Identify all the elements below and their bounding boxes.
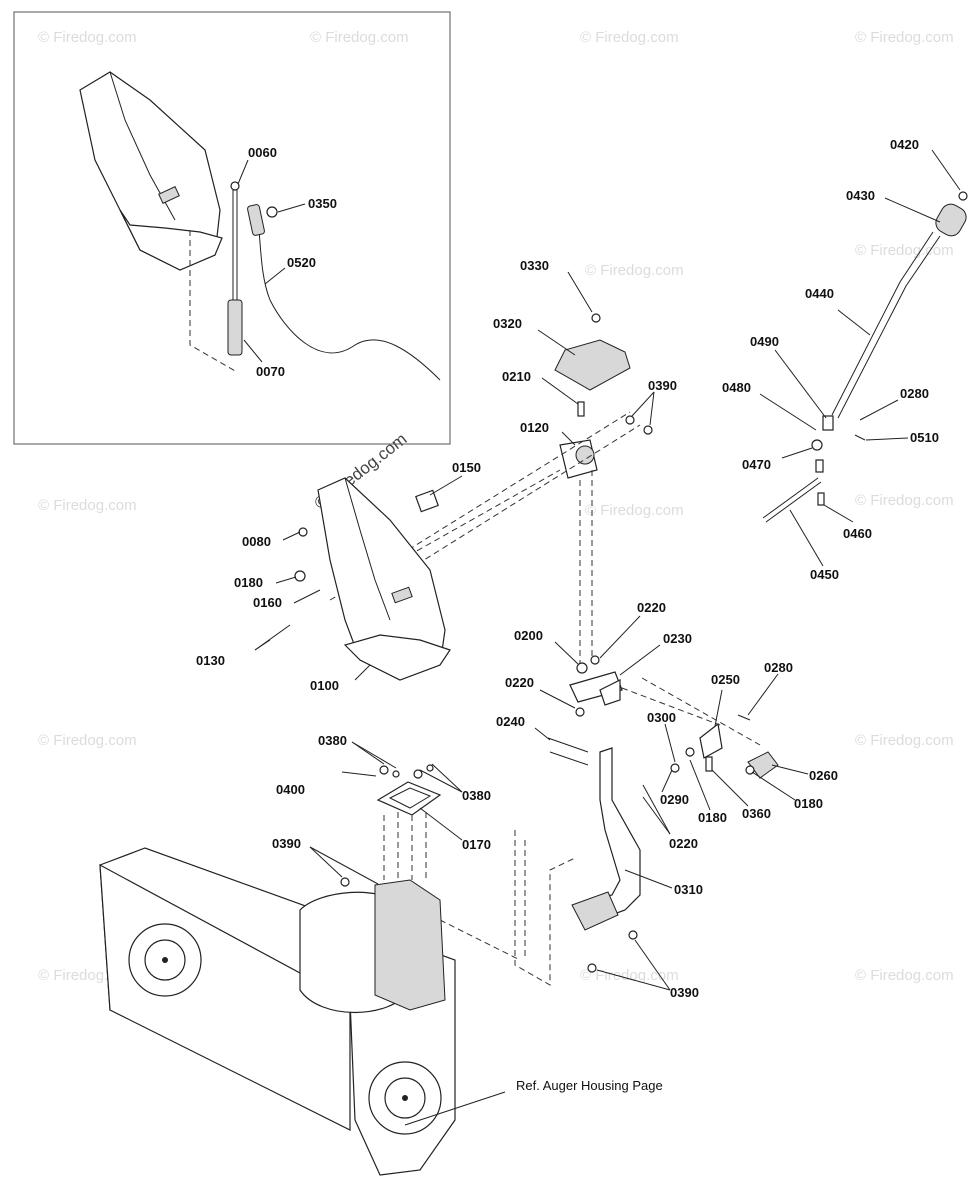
- part-label-0380: 0380: [462, 788, 491, 803]
- part-label-0220: 0220: [637, 600, 666, 615]
- part-label-0430: 0430: [846, 188, 875, 203]
- watermark-text: © Firedog.com: [580, 967, 679, 984]
- part-label-0460: 0460: [843, 526, 872, 541]
- chute-assembly: 0330 0320 0210 0390 0120 0150 0080 0180 …: [196, 258, 677, 693]
- part-label-0490: 0490: [750, 334, 779, 349]
- part-label-0390: 0390: [648, 378, 677, 393]
- part-label-0250: 0250: [711, 672, 740, 687]
- part-label-0260: 0260: [809, 768, 838, 783]
- part-label-0120: 0120: [520, 420, 549, 435]
- part-label-0480: 0480: [722, 380, 751, 395]
- part-label-0160: 0160: [253, 595, 282, 610]
- part-label-0310: 0310: [674, 882, 703, 897]
- part-label-0180: 0180: [698, 810, 727, 825]
- part-label-0320: 0320: [493, 316, 522, 331]
- part-label-0350: 0350: [308, 196, 337, 211]
- part-label-0290: 0290: [660, 792, 689, 807]
- part-label-0070: 0070: [256, 364, 285, 379]
- watermark-text: © Firedog.com: [38, 732, 137, 749]
- part-label-0390: 0390: [272, 836, 301, 851]
- part-label-0200: 0200: [514, 628, 543, 643]
- bracket-assembly: 0220 0230 0200 0220 0240 0250 0280 0300 …: [496, 600, 838, 851]
- part-label-0080: 0080: [242, 534, 271, 549]
- part-label-0180: 0180: [234, 575, 263, 590]
- inset-detail: 0060 0350 0520 0070: [13, 11, 451, 445]
- part-label-0240: 0240: [496, 714, 525, 729]
- part-label-0210: 0210: [502, 369, 531, 384]
- part-label-0450: 0450: [810, 567, 839, 582]
- part-label-0380: 0380: [318, 733, 347, 748]
- part-label-0420: 0420: [890, 137, 919, 152]
- part-label-0180: 0180: [794, 796, 823, 811]
- part-label-0390: 0390: [670, 985, 699, 1000]
- watermark-text: © Firedog.com: [585, 502, 684, 519]
- watermark-text: © Firedog.com: [855, 492, 954, 509]
- part-label-0300: 0300: [647, 710, 676, 725]
- part-label-0510: 0510: [910, 430, 939, 445]
- part-label-0130: 0130: [196, 653, 225, 668]
- part-label-0220: 0220: [505, 675, 534, 690]
- part-label-0280: 0280: [900, 386, 929, 401]
- part-label-0170: 0170: [462, 837, 491, 852]
- watermark-text: © Firedog.com: [855, 967, 954, 984]
- watermark-text: © Firedog.com: [38, 29, 137, 46]
- watermark-text: © Firedog.com: [855, 29, 954, 46]
- part-label-0440: 0440: [805, 286, 834, 301]
- handle-assembly: 0420 0430 0440 0490 0480 0280 0510 0470 …: [722, 137, 968, 582]
- part-label-0280: 0280: [764, 660, 793, 675]
- part-label-0060: 0060: [248, 145, 277, 160]
- part-label-0100: 0100: [310, 678, 339, 693]
- part-label-0150: 0150: [452, 460, 481, 475]
- part-label-0400: 0400: [276, 782, 305, 797]
- part-label-0330: 0330: [520, 258, 549, 273]
- ref-auger-housing-note: Ref. Auger Housing Page: [516, 1078, 663, 1093]
- watermark-text: © Firedog.com: [855, 242, 954, 259]
- part-label-0360: 0360: [742, 806, 771, 821]
- part-label-0220: 0220: [669, 836, 698, 851]
- watermark-text: © Firedog.com: [310, 29, 409, 46]
- watermark-text: © Firedog.com: [585, 262, 684, 279]
- watermark-text: © Firedog.com: [38, 497, 137, 514]
- part-label-0470: 0470: [742, 457, 771, 472]
- housing-assembly: 0380 0400 0380 0170 0390 0310 0390 Ref. …: [99, 733, 703, 1176]
- part-label-0230: 0230: [663, 631, 692, 646]
- part-label-0520: 0520: [287, 255, 316, 270]
- watermark-text: © Firedog.com: [855, 732, 954, 749]
- watermark-text: © Firedog.com: [580, 29, 679, 46]
